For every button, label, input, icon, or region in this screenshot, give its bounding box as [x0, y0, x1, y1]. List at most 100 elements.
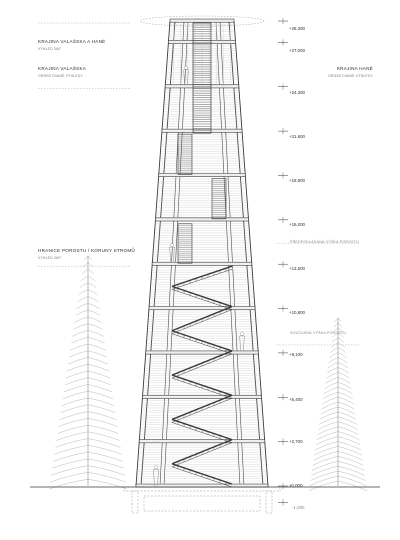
tree-branch	[87, 397, 115, 406]
tree-branch	[337, 352, 347, 358]
tree-branch	[326, 367, 339, 374]
foundation-footing	[265, 490, 273, 514]
tower-column	[159, 21, 185, 487]
tree-branch	[64, 377, 89, 386]
tree-branch	[337, 391, 354, 399]
tree-branch	[65, 370, 89, 379]
tree-branch	[53, 452, 89, 462]
ladder-shaft	[192, 22, 212, 134]
tree-branch	[337, 471, 366, 481]
elevation-label: +5,400	[289, 397, 303, 402]
tree-branch	[321, 401, 339, 410]
elevation-label: +24,300	[289, 90, 305, 95]
person	[153, 465, 159, 487]
tree-branch	[56, 431, 89, 441]
tower-leg	[233, 20, 269, 487]
person	[239, 332, 245, 351]
tree-branch	[309, 475, 339, 486]
tree-branch	[87, 269, 95, 275]
tree-branch	[319, 416, 339, 425]
tree-branch	[337, 382, 352, 389]
tree-branch	[60, 404, 89, 413]
tree-branch	[337, 451, 363, 461]
tree-branch	[337, 416, 357, 425]
people	[153, 65, 245, 487]
tree-branch	[87, 472, 126, 483]
tree-branch	[83, 255, 89, 261]
tree-branch	[315, 436, 339, 445]
tree-branch	[87, 289, 98, 295]
tree-branch	[316, 431, 339, 440]
tree-branch	[332, 332, 339, 338]
stair-flight	[211, 178, 227, 220]
tree-branch	[61, 397, 89, 406]
tree-branch	[320, 406, 339, 415]
tree-branch	[80, 276, 89, 281]
tree-branch	[58, 418, 89, 427]
tree-branch	[314, 446, 339, 456]
label-left-low: HRANICE POROSTU / KORUNY STROMŮ VÝHLED 3…	[38, 248, 135, 260]
tree-branch	[337, 426, 359, 435]
tree-branch	[308, 480, 339, 492]
tree-branch	[322, 391, 339, 399]
tree-branch	[87, 276, 96, 281]
tree-branch	[87, 323, 103, 330]
floor-slab	[148, 306, 256, 311]
tree-branch	[337, 332, 344, 338]
tree-branch	[322, 396, 339, 405]
floor-slab	[158, 173, 246, 177]
tree-branch	[87, 309, 101, 316]
tree-branch	[337, 431, 360, 440]
trees	[49, 255, 368, 492]
tree-branch	[337, 456, 364, 466]
label-left-low-title: HRANICE POROSTU / KORUNY STROMŮ	[38, 248, 135, 253]
elevation-label: +27,000	[289, 48, 305, 53]
tree-branch	[82, 262, 89, 268]
elevation-label: +10,800	[289, 310, 305, 315]
elevation-label: +2,700	[289, 439, 303, 444]
zone-current-label: SOUČASNÁ VÝŠKA POROSTU	[290, 331, 347, 335]
foundation-footing	[131, 490, 139, 514]
tree-branch	[87, 458, 124, 469]
tree-branch	[75, 309, 89, 316]
tower-column	[215, 21, 241, 487]
tree-branch	[318, 421, 339, 430]
elevation-label: +8,100	[289, 352, 303, 357]
tree-branch	[87, 452, 123, 462]
elevation-levels	[30, 18, 380, 506]
tree-branch	[69, 350, 89, 358]
tree-branch	[337, 406, 356, 415]
foundation-slab	[143, 495, 261, 512]
zone-forecast-label: PŘEDPOKLÁDANÁ VÝŠKA POROSTU	[290, 240, 359, 244]
tree-branch	[87, 364, 110, 372]
tree-branch	[59, 411, 89, 420]
elevation-label: +13,500	[289, 266, 305, 271]
tower-leg	[140, 20, 176, 487]
tree-branch	[337, 317, 342, 323]
top-view-ellipse	[139, 15, 265, 27]
tree-branch	[334, 322, 339, 328]
tree-branch	[62, 391, 89, 399]
floor-slab	[155, 217, 249, 222]
tree-branch	[87, 303, 100, 309]
cage-grid	[173, 21, 175, 87]
tree-branch	[337, 446, 362, 456]
tree-branch	[87, 377, 112, 386]
tree-branch	[70, 343, 89, 351]
tree-branch	[50, 472, 89, 483]
tree-branch	[310, 471, 339, 481]
tree-branch	[87, 350, 107, 358]
tree-branch	[77, 296, 89, 302]
tree-branch	[337, 357, 348, 364]
tree-branch	[87, 330, 104, 337]
tree-branch	[63, 384, 89, 393]
tree-branch	[74, 316, 89, 323]
tree-branch	[330, 347, 339, 353]
tree-branch	[327, 362, 339, 369]
tree-branch	[326, 372, 339, 379]
label-right-mid-title: KRAJINA HANÉ	[336, 66, 373, 71]
tree-branch	[54, 445, 89, 455]
tree-branch	[79, 282, 89, 288]
tree-branch	[87, 262, 94, 268]
